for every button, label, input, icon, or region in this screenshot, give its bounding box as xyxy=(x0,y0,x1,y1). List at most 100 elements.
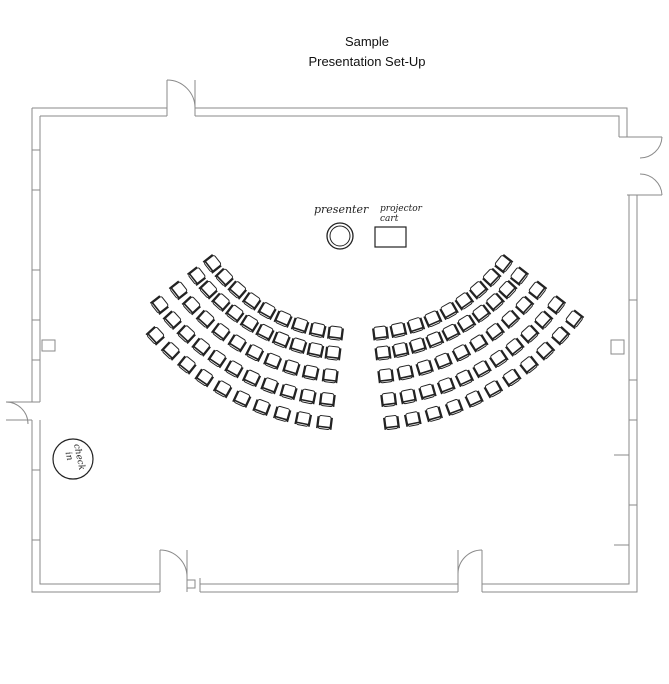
chair xyxy=(551,325,571,346)
chair xyxy=(547,295,567,315)
chair xyxy=(482,267,502,288)
chair xyxy=(441,323,461,342)
chair xyxy=(195,309,216,330)
chair xyxy=(316,415,333,430)
chair xyxy=(399,388,418,405)
chair xyxy=(372,325,389,341)
chair xyxy=(444,399,464,416)
chair xyxy=(176,324,196,345)
chair xyxy=(485,322,506,342)
chair xyxy=(227,334,247,353)
chair xyxy=(198,280,218,300)
chair xyxy=(324,345,342,361)
chair xyxy=(485,292,506,312)
chair xyxy=(535,341,556,361)
check-in-table: check in xyxy=(52,438,94,480)
chair xyxy=(321,368,339,384)
chair xyxy=(191,337,211,357)
chair xyxy=(260,377,280,395)
presenter-podium xyxy=(326,222,354,250)
chair xyxy=(451,344,472,362)
door-right-lower xyxy=(639,173,663,196)
chair xyxy=(528,280,548,301)
chair xyxy=(227,280,248,300)
chair xyxy=(257,301,277,321)
chair xyxy=(263,352,283,370)
chair xyxy=(396,364,415,381)
chair xyxy=(389,322,408,339)
projector-label: projector xyxy=(380,204,423,214)
chair xyxy=(436,377,456,395)
door-right-upper xyxy=(639,136,663,159)
door-top xyxy=(166,79,196,109)
chair xyxy=(160,341,181,361)
chair xyxy=(279,383,298,401)
chair xyxy=(210,292,231,312)
chair xyxy=(306,342,325,358)
diagram-title: Sample xyxy=(344,34,390,49)
chair xyxy=(418,383,437,401)
chair xyxy=(255,323,275,342)
chair xyxy=(464,390,484,408)
chair xyxy=(377,368,395,384)
chair xyxy=(294,411,313,427)
in-label: in xyxy=(63,451,75,462)
chair xyxy=(415,359,434,377)
seating-area xyxy=(145,254,585,430)
chair xyxy=(565,309,585,330)
chair xyxy=(288,337,308,355)
chair xyxy=(494,254,514,274)
chair xyxy=(207,349,227,369)
chair xyxy=(501,368,522,388)
chair xyxy=(241,291,262,311)
chair xyxy=(439,301,459,321)
chair xyxy=(162,310,182,331)
chair xyxy=(423,310,443,328)
chair xyxy=(433,352,453,370)
chair xyxy=(168,280,188,301)
chair xyxy=(454,291,475,311)
chair xyxy=(212,380,233,399)
chair xyxy=(408,337,428,355)
chair xyxy=(391,342,410,358)
chair xyxy=(273,405,292,423)
chair xyxy=(500,309,521,330)
chair xyxy=(469,334,489,353)
presenter-label: presenter xyxy=(314,203,369,216)
chair xyxy=(181,295,202,316)
chair xyxy=(483,380,504,399)
diagram-subtitle: Presentation Set-Up xyxy=(308,54,426,69)
chair xyxy=(505,337,525,357)
chair xyxy=(454,369,475,388)
chair xyxy=(380,392,398,408)
chair xyxy=(327,325,344,341)
chair xyxy=(489,349,509,369)
chair xyxy=(252,399,272,416)
chair xyxy=(176,355,197,375)
chair xyxy=(214,267,234,288)
chair xyxy=(202,254,222,274)
chair xyxy=(282,359,301,377)
door-bottom-right xyxy=(457,549,483,575)
chair xyxy=(403,411,422,427)
chair xyxy=(149,295,169,315)
cart-label: cart xyxy=(380,214,399,224)
chair xyxy=(498,280,518,300)
door-left xyxy=(5,401,29,425)
chair xyxy=(210,322,231,342)
chair xyxy=(273,310,293,328)
chair xyxy=(308,322,327,339)
chair xyxy=(509,266,530,287)
chair xyxy=(224,360,244,379)
chair xyxy=(244,344,265,362)
chair xyxy=(186,266,207,287)
chair xyxy=(468,280,489,300)
chair xyxy=(534,310,554,331)
projector-cart xyxy=(374,226,407,248)
chair xyxy=(318,392,336,408)
doors xyxy=(5,79,663,578)
chair xyxy=(406,317,426,334)
chair xyxy=(471,304,492,324)
chair xyxy=(271,331,291,349)
chair xyxy=(301,364,320,381)
